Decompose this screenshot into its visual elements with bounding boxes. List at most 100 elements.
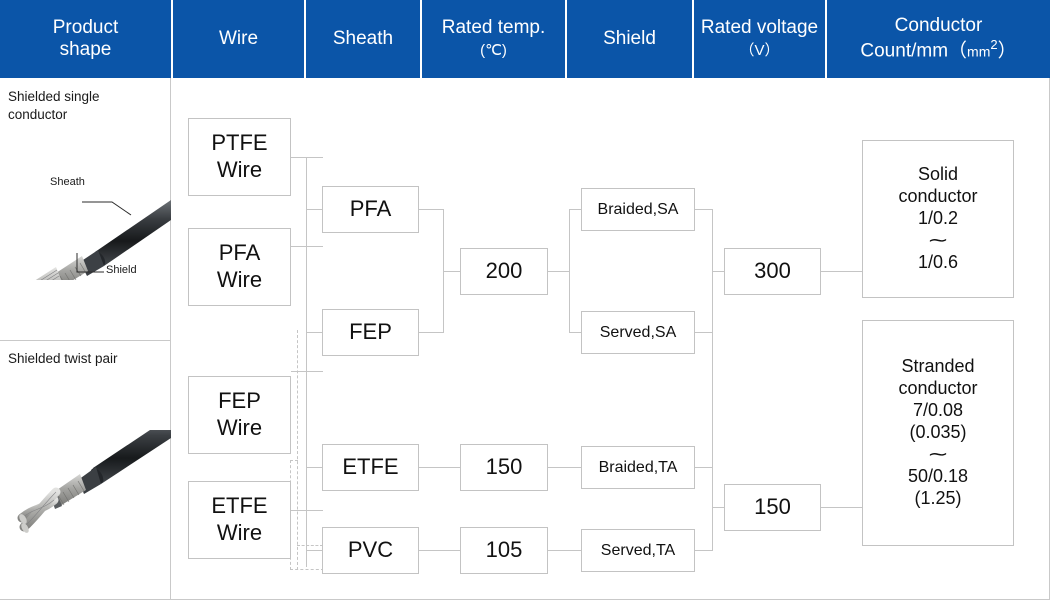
conductor-label-line6: 50/0.18 — [907, 465, 969, 486]
product-title-line1: Shielded twist pair — [8, 351, 118, 366]
wire-box-label-line2: Wire — [216, 267, 263, 292]
connector-merge-to-150v — [712, 507, 725, 508]
connector-served-ta-out — [695, 550, 713, 551]
product-row-divider — [0, 340, 171, 341]
wire-box-ptfe[interactable]: PTFE Wire — [188, 118, 291, 196]
connector-pfa-sheath-out — [419, 209, 444, 210]
optional-route-dashed-bus-1 — [297, 330, 298, 570]
shield-box-served-sa[interactable]: Served,SA — [581, 311, 695, 354]
header-cell-rated-voltage: Rated voltage （V） — [692, 0, 825, 78]
rated-voltage-value: 150 — [754, 494, 791, 520]
shield-box-label: Served,TA — [600, 541, 676, 559]
wire-box-label-line1: PFA — [218, 240, 261, 266]
header-label-line1: Rated voltage — [700, 16, 819, 38]
header-cell-product-shape: Product shape — [0, 0, 171, 78]
connector-fep-sheath-out — [419, 332, 444, 333]
header-label-unit: （V） — [739, 42, 780, 59]
wire-box-label-line1: PTFE — [211, 130, 268, 156]
shield-box-label: Braided,TA — [598, 458, 678, 476]
sheath-box-label: ETFE — [342, 454, 399, 480]
sheath-box-fep[interactable]: FEP — [322, 309, 419, 356]
wire-box-label-line2: Wire — [216, 520, 263, 545]
shield-box-label: Braided,SA — [597, 200, 679, 218]
conductor-label-line7: (1.25) — [914, 487, 962, 508]
header-label-line1: Wire — [218, 27, 259, 49]
shield-box-braided-ta[interactable]: Braided,TA — [581, 446, 695, 489]
rated-voltage-box-150[interactable]: 150 — [724, 484, 821, 531]
connector-200-split-bus — [569, 209, 570, 333]
optional-route-dashed-to-pvc — [290, 569, 324, 570]
connector-pfa-wire-out — [291, 246, 323, 247]
wire-box-label-line2: Wire — [216, 157, 263, 182]
shield-box-braided-sa[interactable]: Braided,SA — [581, 188, 695, 231]
wire-box-fep[interactable]: FEP Wire — [188, 376, 291, 454]
connector-merge-to-300 — [712, 271, 725, 272]
sheath-box-etfe[interactable]: ETFE — [322, 444, 419, 491]
connector-bus-to-pvc-sheath — [306, 550, 323, 551]
rated-temp-value: 200 — [485, 258, 523, 284]
connector-merge-to-200 — [443, 271, 461, 272]
header-cell-rated-temp: Rated temp. (℃) — [420, 0, 565, 78]
product-title-line2: conductor — [8, 106, 68, 122]
product-title-line1: Shielded single — [8, 89, 100, 104]
wire-box-label-line1: FEP — [218, 388, 261, 414]
header-label-line2c: ） — [997, 40, 1017, 62]
shielded-single-conductor-image — [35, 200, 171, 280]
sheath-box-pfa[interactable]: PFA — [322, 186, 419, 233]
shielded-twist-pair-image — [17, 430, 171, 533]
rated-temp-value: 150 — [485, 454, 523, 480]
conductor-box-solid[interactable]: Solid conductor 1/0.2 ⁓ 1/0.6 — [862, 140, 1014, 298]
rated-temp-value: 105 — [485, 537, 523, 563]
header-label-line2: shape — [59, 39, 112, 60]
header-label-unit-mm: mm — [967, 43, 991, 60]
connector-ptfe-out — [291, 157, 323, 158]
wire-box-etfe[interactable]: ETFE Wire — [188, 481, 291, 559]
rated-temp-box-200[interactable]: 200 — [460, 248, 548, 295]
column-divider-product — [170, 78, 171, 600]
conductor-label-line2: conductor — [898, 186, 978, 207]
product-shape-title-2: Shielded twist pair — [8, 350, 118, 368]
connector-to-served-sa — [569, 332, 582, 333]
conductor-box-stranded[interactable]: Stranded conductor 7/0.08 (0.035) ⁓ 50/0… — [862, 320, 1014, 546]
header-label-unit-exponent: 2 — [990, 37, 998, 53]
shield-box-served-ta[interactable]: Served,TA — [581, 529, 695, 572]
conductor-label-line3: 1/0.2 — [917, 208, 959, 229]
connector-200-out — [548, 271, 570, 272]
connector-etfe-sheath-to-150 — [419, 467, 461, 468]
sheath-box-label: PVC — [347, 537, 394, 563]
wire-box-pfa[interactable]: PFA Wire — [188, 228, 291, 306]
conductor-range-symbol: ⁓ — [929, 443, 947, 464]
optional-route-dashed-to-pvc-2 — [297, 545, 323, 546]
rated-temp-box-150[interactable]: 150 — [460, 444, 548, 491]
connector-bus-to-etfe-sheath — [306, 467, 323, 468]
conductor-label-line5: 1/0.6 — [917, 251, 959, 272]
shield-callout-label: Shield — [106, 264, 137, 276]
rated-voltage-box-300[interactable]: 300 — [724, 248, 821, 295]
sheath-box-pvc[interactable]: PVC — [322, 527, 419, 574]
connector-fep-wire-out — [291, 371, 323, 372]
rated-temp-box-105[interactable]: 105 — [460, 527, 548, 574]
header-label-line1: Rated temp. — [441, 16, 546, 38]
header-cell-shield: Shield — [565, 0, 692, 78]
conductor-label-line4: (0.035) — [909, 422, 967, 443]
connector-upper-wire-bus — [306, 157, 307, 372]
conductor-label-line1: Stranded — [901, 356, 975, 377]
product-shape-title-1: Shielded single conductor — [8, 88, 100, 123]
connector-braided-ta-out — [695, 467, 713, 468]
connector-voltage-column-bus — [712, 332, 713, 467]
connector-served-sa-out — [695, 332, 713, 333]
header-label-line2a: Count/mm（ — [860, 40, 968, 62]
header-cell-wire: Wire — [171, 0, 304, 78]
connector-150v-to-stranded-conductor — [821, 507, 863, 508]
connector-bus-to-pfa-sheath — [306, 209, 323, 210]
sheath-callout-label: Sheath — [50, 176, 85, 188]
wire-box-label-line1: ETFE — [211, 493, 268, 519]
header-cell-conductor-count: Conductor Count/mm（mm2） — [825, 0, 1050, 78]
header-label-line1: Product — [52, 16, 119, 38]
conductor-label-line3: 7/0.08 — [912, 400, 964, 421]
connector-150-to-braided-ta — [548, 467, 582, 468]
connector-etfe-wire-out — [291, 510, 323, 511]
header-cell-sheath: Sheath — [304, 0, 420, 78]
header-label-line1: Sheath — [332, 27, 394, 49]
